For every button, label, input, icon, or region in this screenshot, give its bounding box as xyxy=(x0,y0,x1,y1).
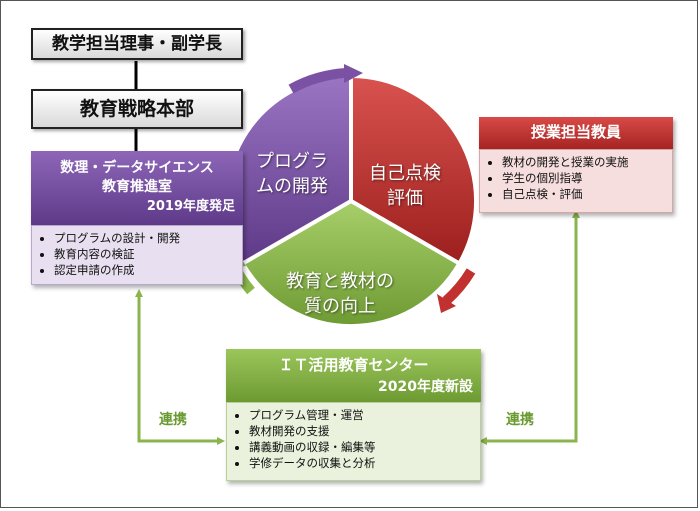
list-item: 講義動画の収録・編集等 xyxy=(249,439,480,455)
math-ds-title-line2: 教育推進室 xyxy=(102,179,172,195)
evaluate-label: 自己点検 評価 xyxy=(369,161,441,211)
list-item: 学修データの収集と分析 xyxy=(249,455,480,471)
math-ds-duties: プログラムの設計・開発 教育内容の検証 認定申請の作成 xyxy=(31,225,243,285)
list-item: 教材の開発と授業の実施 xyxy=(502,154,672,170)
list-item: 認定申請の作成 xyxy=(54,262,242,278)
list-item: 教材開発の支援 xyxy=(249,423,480,439)
faculty-header: 授業担当教員 xyxy=(479,117,673,149)
evaluate-label-line2: 評価 xyxy=(387,188,423,209)
list-item: 教育内容の検証 xyxy=(54,246,242,262)
cycle-arrow-head-red xyxy=(437,294,456,313)
it-center-title: ＩＴ活用教育センター xyxy=(278,356,429,374)
strategy-hq-box: 教育戦略本部 xyxy=(31,89,243,129)
faculty-duties: 教材の開発と授業の実施 学生の個別指導 自己点検・評価 xyxy=(479,149,673,213)
list-item: 学生の個別指導 xyxy=(502,170,672,186)
it-center-established: 2020年度新設 xyxy=(378,379,473,395)
cycle-arrow-purple xyxy=(288,68,347,94)
cycle-arrow-head-purple xyxy=(344,64,363,83)
develop-label-line2: ムの開発 xyxy=(256,176,328,197)
evaluate-sector xyxy=(349,73,479,267)
improve-label-line1: 教育と教材の xyxy=(286,271,394,292)
list-item: 自己点検・評価 xyxy=(502,186,672,202)
develop-label-line1: プログラ xyxy=(256,151,328,172)
math-ds-established: 2019年度発足 xyxy=(146,199,235,214)
improve-label-line2: 質の向上 xyxy=(304,296,376,317)
link-label-right: 連携 xyxy=(506,412,534,428)
it-center-duties: プログラム管理・運営 教材開発の支援 講義動画の収録・編集等 学修データの収集と… xyxy=(226,402,481,481)
vice-president-box: 教学担当理事・副学長 xyxy=(31,28,243,60)
it-center-header: ＩＴ活用教育センター 2020年度新設 xyxy=(226,349,481,402)
develop-label: プログラ ムの開発 xyxy=(256,149,328,199)
math-ds-title-line1: 数理・データサイエンス xyxy=(60,160,214,176)
link-label-left: 連携 xyxy=(159,412,187,428)
list-item: プログラムの設計・開発 xyxy=(54,230,242,246)
evaluate-label-line1: 自己点検 xyxy=(369,163,441,184)
cycle-arrow-red xyxy=(442,268,476,305)
improve-sector xyxy=(239,198,463,328)
improve-label: 教育と教材の 質の向上 xyxy=(286,269,394,319)
list-item: プログラム管理・運営 xyxy=(249,407,480,423)
math-ds-office-header: 数理・データサイエンス 教育推進室 2019年度発足 xyxy=(31,151,243,225)
